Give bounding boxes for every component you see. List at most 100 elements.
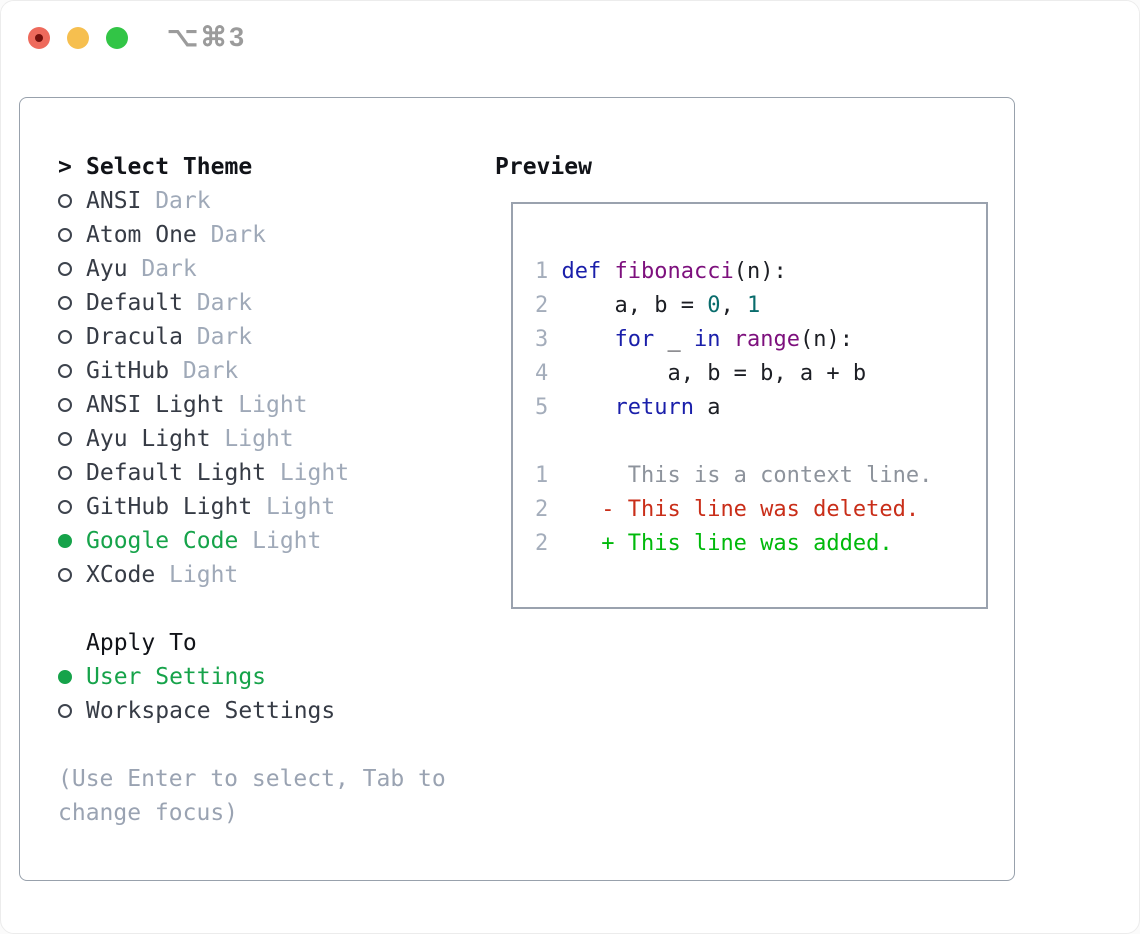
minimize-button[interactable] [67,27,89,49]
theme-variant-tag: Light [224,426,294,452]
code-segment: return [614,395,694,420]
spacer [58,592,478,626]
theme-variant-tag: Dark [182,358,239,384]
radio-icon [58,500,72,514]
radio-icon [58,296,72,310]
theme-name: Default [86,290,183,316]
code-segment: 1 [746,293,761,318]
theme-variant-tag: Light [279,460,350,486]
line-number: 2 [535,497,549,522]
zoom-button[interactable] [106,27,128,49]
list-title-row: > Select Theme [58,150,478,184]
titlebar: ⌥⌘3 [1,1,1139,76]
apply-option-workspace-settings[interactable]: Workspace Settings [58,694,478,728]
close-button[interactable] [28,27,50,49]
cursor-container: > [58,150,86,184]
line-number: 1 [535,259,549,284]
code-segment: a, b = b, a + b [561,361,867,386]
theme-name: ANSI [86,188,142,214]
theme-variant-tag: Light [265,494,336,520]
theme-name: XCode [86,562,156,588]
diff-line-deleted: 2 - This line was deleted. [535,493,986,527]
theme-variant-tag: Light [238,392,308,418]
theme-option-github[interactable]: GitHub Dark [58,354,478,388]
line-number: 2 [535,531,549,556]
radio-icon [58,432,72,446]
diff-text: - This line was deleted. [561,497,920,522]
theme-option-ansi-light[interactable]: ANSI Light Light [58,388,478,422]
traffic-lights [28,27,128,49]
line-number: 1 [535,463,549,488]
theme-name: GitHub [86,358,170,384]
theme-name: Ayu Light [86,426,211,452]
radio-icon [58,330,72,344]
code-segment: range [733,327,800,352]
code-segment: a, b = [561,293,708,318]
theme-name: Dracula [86,324,183,350]
radio-icon [58,466,72,480]
window-shortcut-label: ⌥⌘3 [167,22,247,52]
theme-option-google-code[interactable]: Google Code Light [58,524,478,558]
theme-name: Atom One [86,222,197,248]
theme-variant-tag: Light [252,528,322,554]
theme-name: Ayu [86,256,128,282]
code-line: 1 def fibonacci(n): [535,255,986,289]
diff-line-context: 1 This is a context line. [535,459,986,493]
code-line: 2 a, b = 0, 1 [535,289,986,323]
code-segment [720,327,733,352]
code-segment: a [693,395,721,420]
spacer [58,728,478,762]
radio-icon [58,568,72,582]
code-line: 4 a, b = b, a + b [535,357,986,391]
code-segment [562,395,615,420]
code-segment [601,259,614,284]
code-segment: _ [654,327,694,352]
theme-option-ayu-light[interactable]: Ayu Light Light [58,422,478,456]
theme-option-ansi[interactable]: ANSI Dark [58,184,478,218]
radio-icon [58,704,72,718]
theme-variant-tag: Dark [210,222,266,248]
apply-option-label: Workspace Settings [86,698,336,724]
theme-variant-tag: Dark [155,188,211,214]
diff-line-added: 2 + This line was added. [535,527,986,561]
apply-option-label: User Settings [86,664,267,690]
radio-icon [58,228,72,242]
diff-text: This is a context line. [561,463,933,488]
theme-option-github-light[interactable]: GitHub Light Light [58,490,478,524]
page-title: Select Theme [86,154,253,180]
radio-icon [58,194,72,208]
theme-variant-tag: Light [169,562,239,588]
theme-option-xcode[interactable]: XCode Light [58,558,478,592]
apply-option-user-settings[interactable]: User Settings [58,660,478,694]
radio-icon [58,262,72,276]
code-segment: in [693,327,721,352]
theme-name: GitHub Light [86,494,253,520]
radio-selected-icon [58,670,72,684]
cursor-icon: > [58,154,72,180]
code-segment: 0 [707,293,721,318]
code-line: 5 return a [535,391,986,425]
line-number: 5 [535,395,549,420]
line-number: 2 [535,293,549,318]
code-segment: def [561,259,602,284]
code-segment: (n): [733,259,787,284]
theme-option-atom-one[interactable]: Atom One Dark [58,218,478,252]
line-number: 4 [535,361,549,386]
theme-option-dracula[interactable]: Dracula Dark [58,320,478,354]
radio-selected-icon [58,534,72,548]
theme-variant-tag: Dark [196,324,253,350]
apply-to-title: Apply To [86,630,197,656]
blank-line [535,425,986,459]
theme-name: Google Code [86,528,239,554]
code-line: 3 for _ in range(n): [535,323,986,357]
theme-name: ANSI Light [86,392,225,418]
code-segment: fibonacci [614,259,734,284]
